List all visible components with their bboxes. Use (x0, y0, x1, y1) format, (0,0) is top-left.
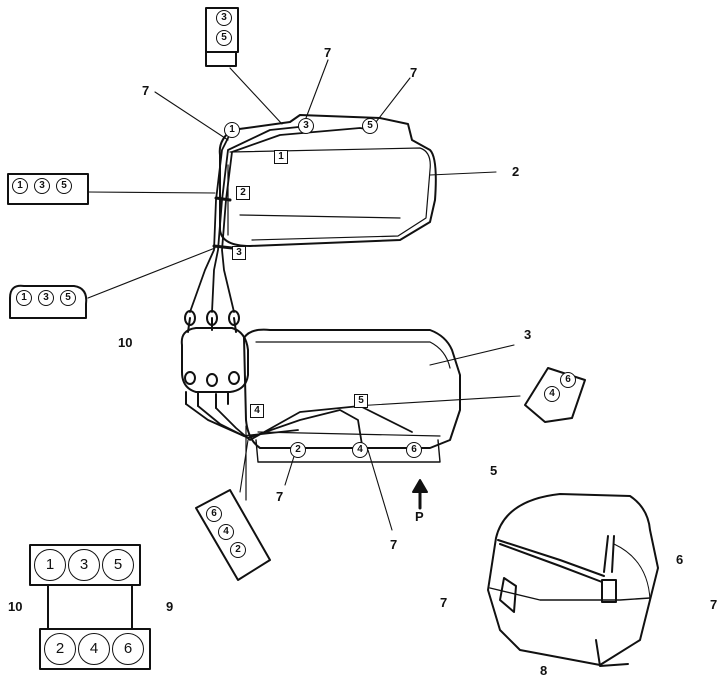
callout-7-inset-right: 7 (710, 597, 718, 612)
plug-mark-5: 5 (362, 118, 378, 134)
clip-3-5-slot-3: 3 (216, 10, 232, 26)
firing-order-schematic (29, 544, 151, 670)
cylinder-1: 1 (34, 549, 66, 581)
cylinder-6: 6 (112, 633, 144, 665)
clip-4-6 (524, 367, 586, 423)
clip-6-4-2-slot-2: 2 (230, 542, 246, 558)
clip-straight-slot-5: 5 (56, 178, 72, 194)
inset-detail (487, 493, 659, 667)
callout-8: 8 (540, 663, 548, 678)
clip-6-4-2-slot-4: 4 (218, 524, 234, 540)
clip-3-5 (205, 7, 239, 67)
plug-mark-6: 6 (406, 442, 422, 458)
view-arrow-label: P (415, 509, 424, 524)
callout-7-bottom-b: 7 (390, 537, 398, 552)
wires-upper-bank (189, 125, 373, 313)
plug-mark-3: 3 (298, 118, 314, 134)
plug-mark-1: 1 (224, 122, 240, 138)
clip-rounded-slot-5: 5 (60, 290, 76, 306)
cylinder-3: 3 (68, 549, 100, 581)
callout-7-top-b: 7 (410, 65, 418, 80)
callout-2: 2 (512, 164, 520, 179)
clip-1-3-5-straight (7, 173, 89, 205)
callout-6: 6 (676, 552, 684, 567)
cylinder-2: 2 (44, 633, 76, 665)
clip-tag-4: 4 (250, 404, 264, 418)
clip-tag-2: 2 (236, 186, 250, 200)
clip-tag-3: 3 (232, 246, 246, 260)
clip-straight-slot-1: 1 (12, 178, 28, 194)
callout-5: 5 (490, 463, 498, 478)
callout-3: 3 (524, 327, 532, 342)
clip-6-4-2-slot-6: 6 (206, 506, 222, 522)
clip-6-4-2 (195, 489, 271, 581)
wires-lower-bank (185, 403, 413, 501)
cylinder-5: 5 (102, 549, 134, 581)
clip-tag-1: 1 (274, 150, 288, 164)
clip-4-6-slot-4: 4 (544, 386, 560, 402)
clip-3-5-slot-5: 5 (216, 30, 232, 46)
callout-9: 9 (166, 599, 174, 614)
clip-rounded-slot-1: 1 (16, 290, 32, 306)
clip-tag-5: 5 (354, 394, 368, 408)
plug-mark-4: 4 (352, 442, 368, 458)
callout-7-inset-left: 7 (440, 595, 448, 610)
cylinder-4: 4 (78, 633, 110, 665)
callout-7-bottom-a: 7 (276, 489, 284, 504)
plug-mark-2: 2 (290, 442, 306, 458)
distributor (180, 310, 249, 409)
callout-10-engine: 10 (118, 335, 133, 350)
valve-cover-lower (243, 328, 461, 463)
callout-10-order: 10 (8, 599, 23, 614)
clip-rounded-slot-3: 3 (38, 290, 54, 306)
clip-4-6-slot-6: 6 (560, 372, 576, 388)
clip-straight-slot-3: 3 (34, 178, 50, 194)
callout-7-top-a: 7 (324, 45, 332, 60)
clip-1-3-5-rounded (9, 284, 88, 319)
valve-cover-upper (218, 114, 437, 247)
view-arrow (412, 479, 428, 510)
callout-7-left: 7 (142, 83, 150, 98)
